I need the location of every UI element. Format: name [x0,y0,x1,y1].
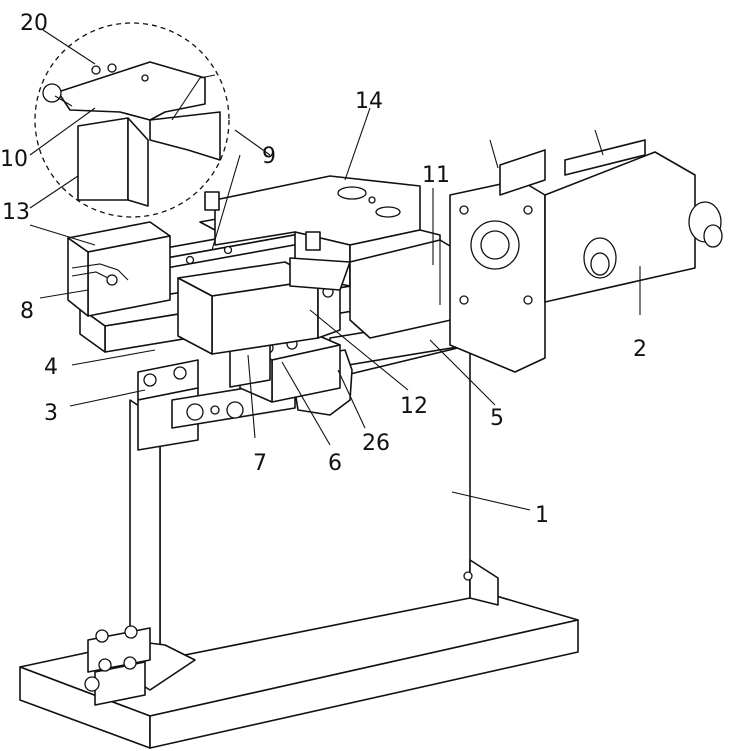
label-1: 1 [535,503,549,528]
label-3: 3 [44,401,58,426]
label-20: 20 [20,11,48,36]
label-6: 6 [328,451,342,476]
label-4: 4 [44,355,58,380]
base-clamp [85,626,150,705]
label-8: 8 [20,299,34,324]
label-5: 5 [490,406,504,431]
clamp-part-8 [68,222,170,316]
label-12: 12 [400,394,428,419]
label-7: 7 [253,451,267,476]
label-13: 13 [2,200,30,225]
actuator-part-2 [450,130,722,372]
label-2: 2 [633,337,647,362]
detail-magnified-view [35,23,229,217]
label-10: 10 [0,147,28,172]
label-9: 9 [262,144,276,169]
label-14: 14 [355,89,383,114]
label-11: 11 [422,163,450,188]
label-26: 26 [362,431,390,456]
